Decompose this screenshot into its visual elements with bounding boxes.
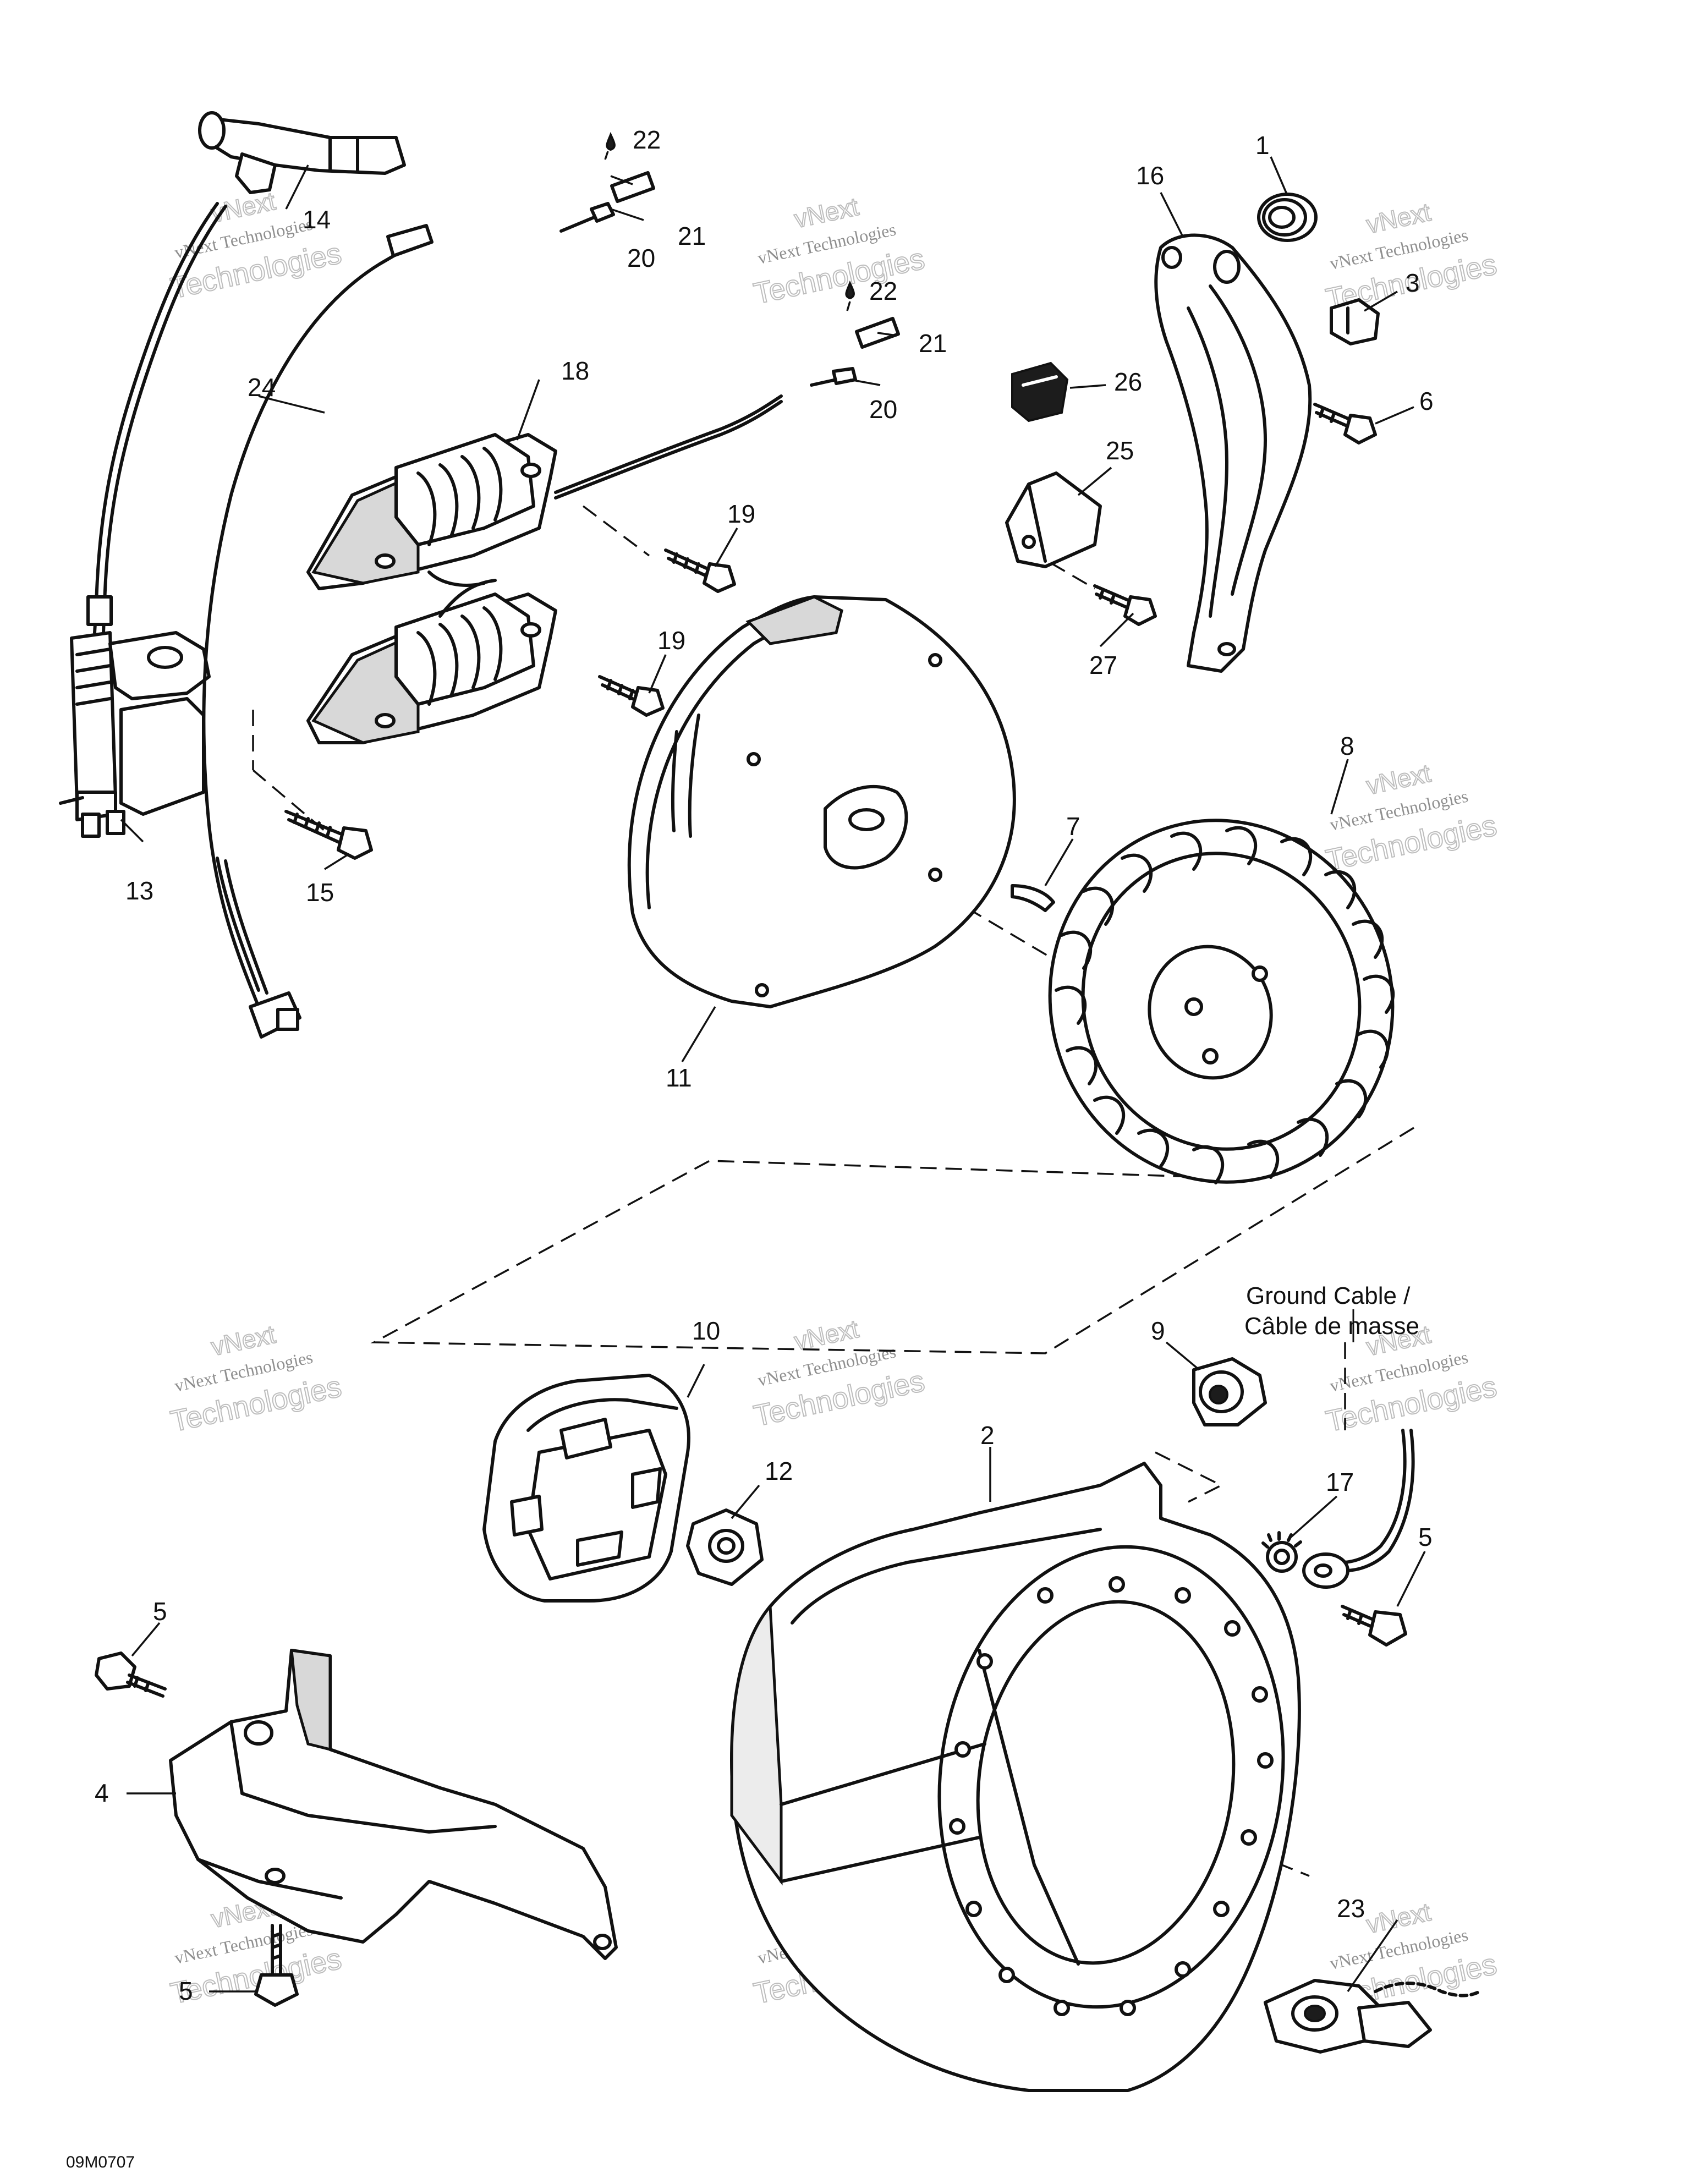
- callout-19-upper: 19: [727, 500, 755, 528]
- callout-20-top: 20: [627, 244, 655, 272]
- ground-cable-label-fr: Câble de masse: [1244, 1313, 1419, 1340]
- callout-7: 7: [1066, 812, 1080, 841]
- watermark: vNext vNext Technologies Technologies: [1323, 758, 1500, 877]
- watermark: vNext vNext Technologies Technologies: [1323, 197, 1500, 316]
- callout-12: 12: [765, 1457, 793, 1485]
- callout-9: 9: [1151, 1316, 1165, 1345]
- coil-screw: [284, 810, 373, 860]
- callout-labels: 1 2 3 4 5 5 5 6 7 8 9 10 11 12 13 14 15 …: [95, 125, 1434, 2005]
- housing-bolt-holes: [949, 1576, 1274, 2016]
- charging-coil-lower: [306, 579, 557, 744]
- watermark: vNext vNext Technologies Technologies: [167, 1319, 345, 1439]
- callout-2: 2: [980, 1421, 995, 1450]
- plug-grommet: [1192, 1357, 1267, 1426]
- flywheel-nut: [686, 1508, 764, 1586]
- woodruff-key: [1011, 884, 1055, 912]
- callout-15: 15: [306, 878, 334, 907]
- coil-screw-upper: [664, 548, 736, 593]
- svg-text:vNext: vNext: [792, 192, 861, 233]
- shield-screw-bottom: [254, 1924, 299, 2007]
- clip: [1330, 298, 1380, 345]
- callout-6: 6: [1419, 387, 1434, 415]
- callout-24: 24: [248, 373, 276, 402]
- callout-14: 14: [303, 205, 331, 234]
- temp-sensor: [1264, 1979, 1482, 2054]
- watermark: vNext vNext Technologies Technologies: [750, 1314, 928, 1433]
- bracket-screw: [1313, 403, 1377, 445]
- leader-lines: [120, 151, 1426, 1993]
- ground-cable: [1302, 1429, 1415, 1589]
- svg-text:vNext: vNext: [1364, 1897, 1433, 1939]
- starter-cup: [482, 1374, 690, 1603]
- callout-26: 26: [1114, 367, 1142, 396]
- callout-5-ground: 5: [1418, 1523, 1433, 1551]
- bracket-screw-lower: [1093, 584, 1157, 626]
- callout-20-mid: 20: [869, 395, 897, 424]
- wire-harness: [202, 224, 434, 1039]
- stator-plate: [627, 595, 1016, 1008]
- svg-text:vNext: vNext: [792, 1314, 861, 1356]
- heat-shield: [169, 1649, 618, 1960]
- charging-coil-upper: [306, 394, 783, 590]
- callout-5-bottom: 5: [179, 1977, 193, 2005]
- ground-screw: [1341, 1605, 1407, 1647]
- callout-16: 16: [1136, 161, 1164, 190]
- callout-27: 27: [1089, 651, 1117, 679]
- grommet: [1257, 193, 1318, 242]
- lock-washer: [1261, 1531, 1302, 1573]
- svg-text:vNext: vNext: [208, 1320, 278, 1361]
- callout-22-top: 22: [633, 125, 661, 154]
- watermark: vNext vNext Technologies Technologies: [167, 186, 345, 305]
- ground-cable-note: Ground Cable / Câble de masse: [1244, 1282, 1419, 1340]
- fan-housing: [730, 1462, 1301, 2092]
- housing-bracket: [1154, 233, 1312, 673]
- callout-23: 23: [1337, 1894, 1365, 1923]
- callout-25: 25: [1106, 436, 1134, 465]
- ignition-coil: [59, 631, 211, 838]
- callout-21-mid: 21: [919, 329, 947, 358]
- svg-text:vNext: vNext: [1364, 759, 1433, 800]
- fuse-holder: [1011, 361, 1069, 422]
- callout-22-mid: 22: [869, 277, 897, 305]
- callout-19-lower: 19: [657, 626, 685, 655]
- callout-18: 18: [561, 356, 589, 385]
- ground-cable-label-en: Ground Cable /: [1246, 1282, 1411, 1309]
- callout-8: 8: [1340, 732, 1354, 760]
- fan-blades: [1055, 826, 1395, 1184]
- watermark: vNext vNext Technologies Technologies: [750, 191, 928, 311]
- callout-17: 17: [1326, 1468, 1354, 1496]
- callout-4: 4: [95, 1779, 109, 1807]
- assembly-line-flywheel: [370, 1127, 1414, 1354]
- drawing-code: 09M0707: [66, 2153, 135, 2171]
- svg-text:vNext: vNext: [208, 186, 278, 228]
- spark-plug-cap: [86, 111, 406, 634]
- callout-5-top: 5: [153, 1597, 167, 1626]
- shield-screw-top: [95, 1651, 167, 1698]
- assembly-line-plug: [1155, 1451, 1223, 1503]
- callout-11: 11: [666, 1063, 692, 1092]
- callout-21-top: 21: [678, 222, 706, 250]
- svg-text:vNext: vNext: [1364, 197, 1433, 239]
- callout-1: 1: [1255, 131, 1270, 160]
- flywheel-fan: [1048, 819, 1395, 1184]
- callout-10: 10: [692, 1316, 720, 1345]
- assembly-line-stator: [836, 830, 1200, 1046]
- callout-3: 3: [1406, 268, 1420, 297]
- coil-screw-lower: [598, 675, 665, 717]
- small-bracket: [1005, 471, 1102, 568]
- assembly-line-coil: [582, 505, 650, 557]
- callout-13: 13: [125, 876, 153, 905]
